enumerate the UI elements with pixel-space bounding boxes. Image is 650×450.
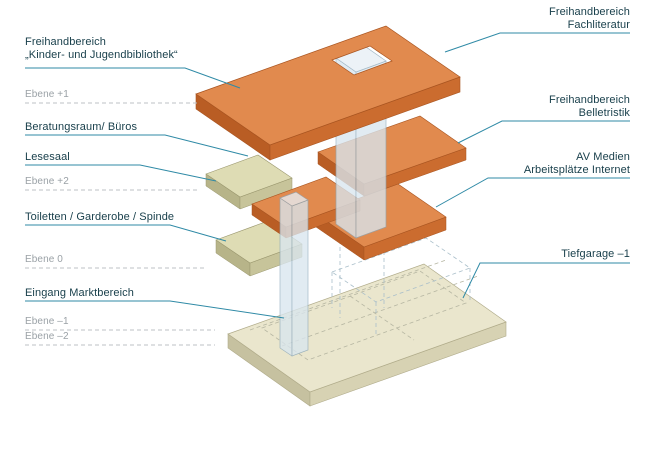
label-freihandbereich-fachliteratur: Freihandbereich Fachliteratur	[549, 6, 630, 32]
label-ebene-plus-2: Ebene +2	[25, 176, 69, 187]
label-line: Fachliteratur	[567, 19, 630, 31]
label-freihandbereich-kinder: Freihandbereich „Kinder- und Jugendbibli…	[25, 36, 178, 62]
label-ebene-0: Ebene 0	[25, 254, 63, 265]
base-plate-top	[227, 263, 507, 393]
label-beratungsraum-bueros: Beratungsraum/ Büros	[25, 121, 138, 133]
leader-freihandbereich-kinder	[25, 67, 241, 89]
leader-beratungsraum	[25, 134, 249, 157]
label-tiefgarage: Tiefgarage –1	[561, 248, 630, 260]
shaft-left-face-right	[291, 199, 309, 357]
level2-plate-lesesaal	[205, 154, 293, 210]
label-ebene-minus-2: Ebene –2	[25, 331, 69, 342]
shaft-left-face-left	[279, 197, 293, 357]
label-ebene-plus-1: Ebene +1	[25, 89, 69, 100]
top-plate-top	[195, 25, 461, 146]
shaft-left	[279, 191, 309, 357]
label-eingang-marktbereich: Eingang Marktbereich	[25, 287, 135, 299]
tiefgarage-dashed-outline	[331, 237, 471, 303]
leader-belletristik	[457, 120, 630, 144]
label-av-medien-arbeitsplaetze: AV Medien Arbeitsplätze Internet	[524, 151, 630, 177]
label-line: Belletristik	[578, 107, 630, 119]
label-toiletten-garderobe-spinde: Toiletten / Garderobe / Spinde	[25, 211, 175, 223]
leader-fachliteratur	[444, 32, 630, 53]
label-line: „Kinder- und Jugendbibliothek“	[25, 49, 178, 61]
base-dashed-parking-outline	[261, 270, 467, 361]
base-dashed-line	[349, 295, 415, 341]
leader-tiefgarage	[462, 262, 630, 299]
leader-toiletten	[25, 224, 227, 242]
label-line: AV Medien	[576, 151, 630, 163]
leader-av-medien	[435, 177, 630, 208]
lesesaal-plate-top	[205, 154, 293, 198]
label-freihandbereich-belletristik: Freihandbereich Belletristik	[549, 94, 630, 120]
level-lines	[25, 102, 215, 346]
construction-lines	[331, 230, 471, 336]
shaft-left-top	[279, 191, 309, 207]
label-line: Freihandbereich	[549, 6, 630, 18]
label-ebene-minus-1: Ebene –1	[25, 316, 69, 327]
base-plate	[227, 259, 507, 407]
label-line: Arbeitsplätze Internet	[523, 164, 630, 176]
label-lesesaal: Lesesaal	[25, 151, 70, 163]
leader-lines	[25, 32, 630, 319]
leader-eingang	[25, 300, 285, 319]
top-plate	[195, 25, 461, 161]
leader-lesesaal	[25, 164, 217, 182]
label-line: Freihandbereich	[549, 94, 630, 106]
label-line: Freihandbereich	[25, 36, 106, 48]
